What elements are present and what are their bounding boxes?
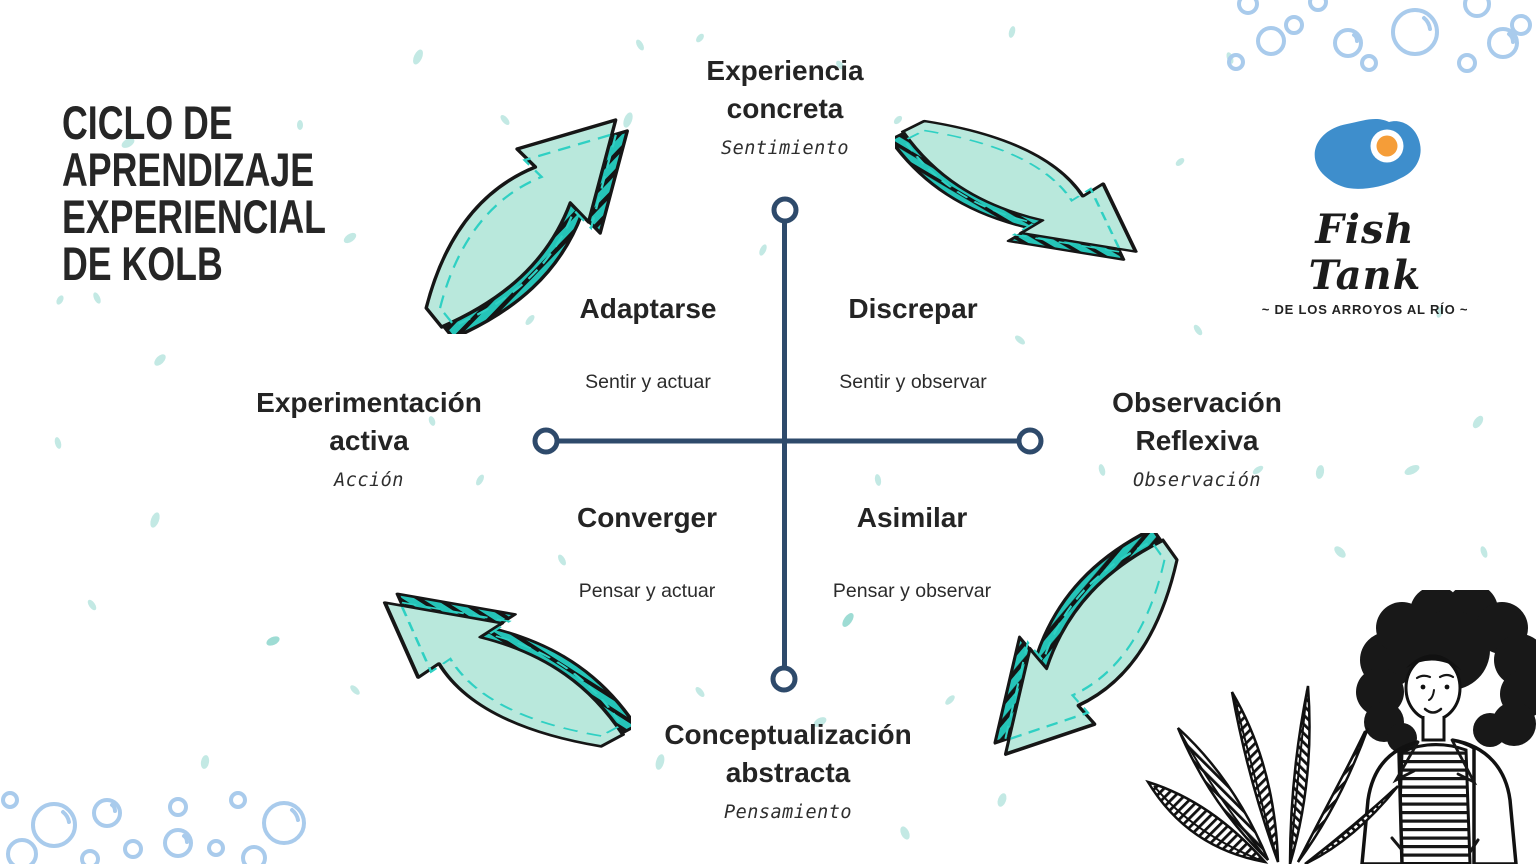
- stage-mode: Acción: [334, 470, 404, 491]
- quadrant-name: Discrepar: [848, 293, 978, 324]
- title-line-1: CICLO DE: [62, 96, 233, 149]
- bubbles-top-right: [1227, 0, 1532, 73]
- quadrant-accommodate: Adaptarse Sentir y actuar: [448, 293, 848, 394]
- title-line-2: APRENDIZAJE: [62, 143, 315, 196]
- cycle-arrow-bottom-left: [382, 592, 631, 748]
- fish-logo-icon: [1314, 118, 1421, 189]
- stage-name: Conceptualización abstracta: [664, 719, 912, 788]
- page-title: CICLO DE APRENDIZAJE EXPERIENCIAL DE KOL…: [62, 99, 409, 287]
- cycle-arrow-bottom-right: [993, 533, 1179, 756]
- woman-illustration: [1356, 590, 1536, 864]
- logo-brand-text: Fish Tank: [1308, 206, 1422, 299]
- quadrant-diverge: Discrepar Sentir y observar: [713, 293, 1113, 394]
- cycle-arrow-top-left: [424, 118, 629, 334]
- stage-abstract-conceptualization: Conceptualización abstracta Pensamiento: [563, 716, 1013, 823]
- quadrant-desc: Pensar y observar: [832, 580, 992, 602]
- title-line-4: DE KOLB: [62, 237, 223, 290]
- quadrant-assimilate: Asimilar Pensar y observar: [712, 502, 1112, 603]
- plant-illustration: [1145, 685, 1399, 864]
- stage-name: Observación Reflexiva: [1112, 387, 1282, 456]
- quadrant-desc: Sentir y actuar: [585, 371, 711, 393]
- quadrant-converge: Converger Pensar y actuar: [447, 502, 847, 603]
- quadrant-name: Adaptarse: [579, 293, 717, 324]
- stage-reflective-observation: Observación Reflexiva Observación: [972, 384, 1422, 491]
- stage-mode: Pensamiento: [723, 802, 853, 823]
- stage-name: Experimentación activa: [256, 387, 482, 456]
- person-plant-illustration: [1145, 590, 1536, 864]
- quadrant-name: Converger: [576, 502, 718, 533]
- stage-concrete-experience: Experiencia concreta Sentimiento: [560, 52, 1010, 159]
- cycle-arrow-top-right: [895, 119, 1138, 261]
- quadrant-desc: Pensar y actuar: [578, 580, 716, 602]
- bubbles-bottom-left: [1, 791, 306, 864]
- stage-mode: Sentimiento: [720, 138, 850, 159]
- stage-active-experimentation: Experimentación activa Acción: [144, 384, 594, 491]
- title-line-3: EXPERIENCIAL: [62, 190, 326, 243]
- quadrant-name: Asimilar: [856, 502, 968, 533]
- quadrant-desc: Sentir y observar: [839, 371, 987, 393]
- stage-name: Experiencia concreta: [706, 55, 864, 124]
- fish-tank-logo: Fish Tank ~ DE LOS ARROYOS AL RÍO ~: [1253, 106, 1477, 317]
- logo-tagline: ~ DE LOS ARROYOS AL RÍO ~: [1261, 302, 1469, 317]
- curly-hair: [1356, 590, 1536, 753]
- stage-mode: Observación: [1132, 470, 1262, 491]
